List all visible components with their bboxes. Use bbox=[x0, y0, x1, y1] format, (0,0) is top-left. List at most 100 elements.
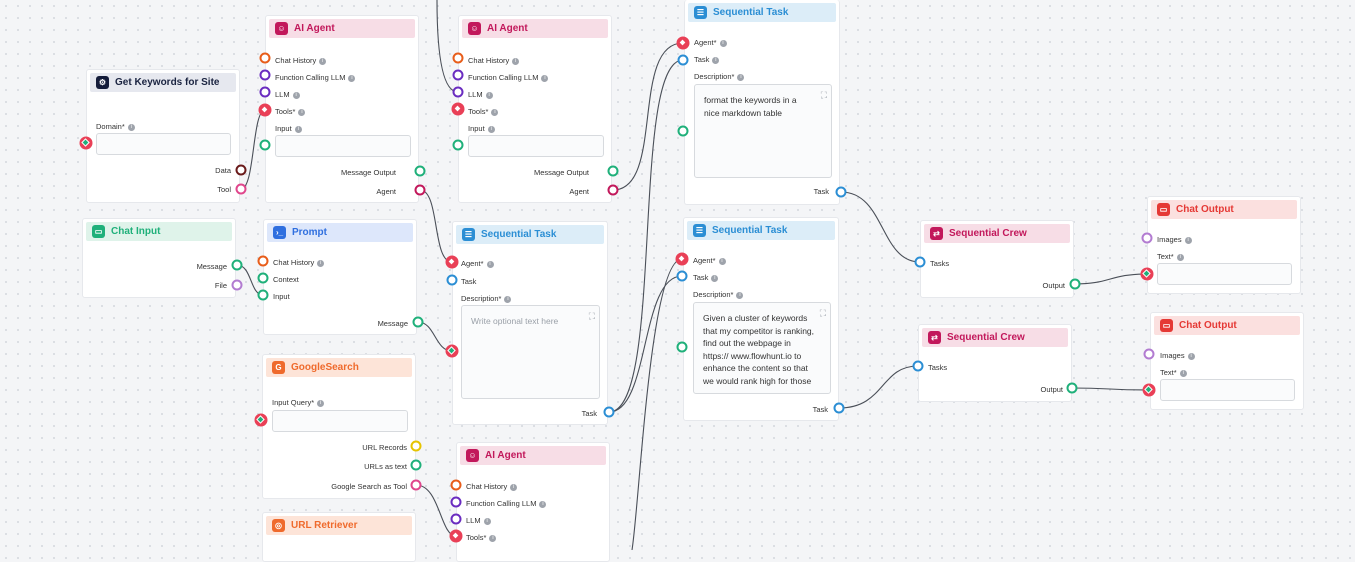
url-retriever-node[interactable]: ◎ URL Retriever bbox=[262, 512, 416, 562]
task-output-handle[interactable] bbox=[603, 406, 615, 418]
context-handle[interactable] bbox=[257, 272, 269, 284]
description-textarea[interactable]: Given a cluster of keywords that my comp… bbox=[693, 302, 831, 394]
tasks-handle[interactable] bbox=[912, 360, 924, 372]
input-query-field[interactable] bbox=[272, 410, 408, 432]
chat-history-handle[interactable] bbox=[452, 52, 464, 64]
node-header: ⇄ Sequential Crew bbox=[924, 224, 1070, 243]
info-icon: i bbox=[489, 534, 497, 542]
tools-handle[interactable] bbox=[451, 102, 465, 116]
task-input-handle[interactable] bbox=[446, 274, 458, 286]
sequential-crew-node-2[interactable]: ⇄ Sequential Crew Tasks Output bbox=[918, 324, 1072, 402]
message-output-handle[interactable] bbox=[414, 165, 426, 177]
expand-icon[interactable]: ⛶ bbox=[820, 90, 827, 100]
agent-output-handle[interactable] bbox=[414, 184, 426, 196]
images-handle[interactable] bbox=[1143, 348, 1155, 360]
edge-agent2-to-seqtask2 bbox=[612, 42, 684, 191]
domain-input[interactable] bbox=[96, 133, 231, 155]
crew-icon: ⇄ bbox=[928, 331, 941, 344]
description-textarea[interactable]: Write optional text here ⛶ bbox=[461, 305, 600, 399]
description-handle[interactable] bbox=[445, 344, 459, 358]
message-handle[interactable] bbox=[231, 259, 243, 271]
domain-handle[interactable] bbox=[79, 136, 93, 150]
tools-handle[interactable] bbox=[258, 103, 272, 117]
node-header: ☺ AI Agent bbox=[269, 19, 415, 38]
description-handle[interactable] bbox=[677, 125, 689, 137]
output-handle[interactable] bbox=[1069, 278, 1081, 290]
expand-icon[interactable]: ⛶ bbox=[588, 311, 595, 321]
input-handle[interactable] bbox=[259, 139, 271, 151]
task-input-handle[interactable] bbox=[677, 54, 689, 66]
description-textarea[interactable]: format the keywords in a nice markdown t… bbox=[694, 84, 832, 178]
images-handle[interactable] bbox=[1141, 232, 1153, 244]
input-handle[interactable] bbox=[452, 139, 464, 151]
fc-llm-handle[interactable] bbox=[259, 69, 271, 81]
chat-history-handle[interactable] bbox=[450, 479, 462, 491]
node-header: ⚙ Get Keywords for Site bbox=[90, 73, 236, 92]
agent-input-handle[interactable] bbox=[676, 36, 690, 50]
task-input-handle[interactable] bbox=[676, 270, 688, 282]
chat-input-icon: ▭ bbox=[92, 225, 105, 238]
node-title: Sequential Task bbox=[481, 229, 557, 240]
urls-as-text-handle[interactable] bbox=[410, 459, 422, 471]
agent-output-handle[interactable] bbox=[607, 184, 619, 196]
expand-icon[interactable]: ⛶ bbox=[819, 308, 826, 318]
info-icon: i bbox=[1184, 236, 1192, 244]
google-icon: G bbox=[272, 361, 285, 374]
agent-input-label: Agent*i bbox=[461, 259, 494, 268]
task-output-handle[interactable] bbox=[833, 402, 845, 414]
fc-llm-handle[interactable] bbox=[452, 69, 464, 81]
tasks-handle[interactable] bbox=[914, 256, 926, 268]
text-input-field[interactable] bbox=[1157, 263, 1292, 285]
chat-history-handle[interactable] bbox=[259, 52, 271, 64]
chat-history-handle[interactable] bbox=[257, 255, 269, 267]
file-handle[interactable] bbox=[231, 279, 243, 291]
description-handle[interactable] bbox=[676, 341, 688, 353]
task-output-handle[interactable] bbox=[835, 186, 847, 198]
message-output-label: Message bbox=[377, 319, 408, 328]
get-keywords-node[interactable]: ⚙ Get Keywords for Site Domain*i Data To… bbox=[86, 69, 240, 203]
input-handle[interactable] bbox=[257, 289, 269, 301]
sequential-crew-node-1[interactable]: ⇄ Sequential Crew Tasks Output bbox=[920, 220, 1074, 298]
message-handle[interactable] bbox=[412, 316, 424, 328]
agent-input-field[interactable] bbox=[275, 135, 411, 157]
chat-input-node[interactable]: ▭ Chat Input Message File bbox=[82, 218, 236, 298]
data-handle[interactable] bbox=[235, 164, 247, 176]
tools-handle[interactable] bbox=[449, 529, 463, 543]
node-header: ›_ Prompt bbox=[267, 223, 413, 242]
google-search-node[interactable]: G GoogleSearch Input Query*i URL Records… bbox=[262, 354, 416, 499]
agent-input-handle[interactable] bbox=[445, 255, 459, 269]
agent-input-handle[interactable] bbox=[675, 252, 689, 266]
input-query-handle[interactable] bbox=[254, 413, 268, 427]
text-handle[interactable] bbox=[1140, 267, 1154, 281]
info-icon: i bbox=[719, 39, 727, 47]
message-output-handle[interactable] bbox=[607, 165, 619, 177]
tool-handle[interactable] bbox=[235, 183, 247, 195]
domain-label: Domain*i bbox=[96, 122, 135, 131]
llm-handle[interactable] bbox=[259, 86, 271, 98]
node-header: ☺ AI Agent bbox=[460, 446, 606, 465]
google-tool-handle[interactable] bbox=[410, 479, 422, 491]
llm-handle[interactable] bbox=[450, 513, 462, 525]
message-output-label: Message bbox=[196, 262, 227, 271]
sequential-task-node-1[interactable]: ☰ Sequential Task Agent*i Task Descripti… bbox=[452, 221, 608, 425]
url-records-handle[interactable] bbox=[410, 440, 422, 452]
fc-llm-handle[interactable] bbox=[450, 496, 462, 508]
info-icon: i bbox=[736, 291, 744, 299]
text-input-field[interactable] bbox=[1160, 379, 1295, 401]
agent-input-field[interactable] bbox=[468, 135, 604, 157]
message-output-label: Message Output bbox=[533, 168, 589, 177]
output-handle[interactable] bbox=[1066, 382, 1078, 394]
llm-handle[interactable] bbox=[452, 86, 464, 98]
text-handle[interactable] bbox=[1142, 383, 1156, 397]
